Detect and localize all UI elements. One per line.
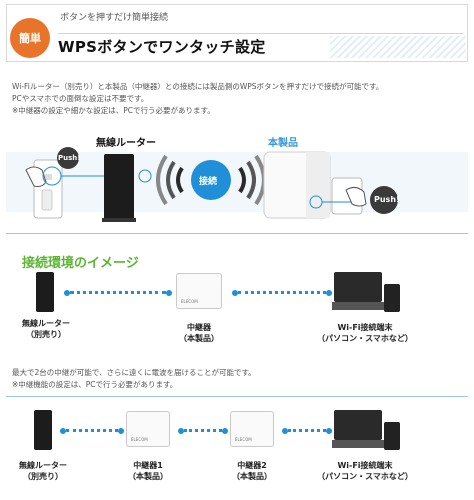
push-label-left: Push! <box>58 154 81 162</box>
repeater-1-caption-line-2: （本製品） <box>128 472 168 481</box>
wireless-router-icon <box>104 154 134 220</box>
wave-left-3 <box>156 154 168 206</box>
device-logo: ELECOM <box>131 437 148 442</box>
connection-line <box>288 429 326 432</box>
line-dot <box>178 428 184 434</box>
line-dot <box>60 428 66 434</box>
line-dot <box>326 290 332 296</box>
wave-left-2 <box>166 160 176 200</box>
laptop-base <box>332 302 390 310</box>
repeater-caption: 中継器 （本製品） <box>170 322 228 344</box>
line-dot <box>166 290 172 296</box>
push-bubble-left <box>57 147 79 169</box>
easy-badge: 簡単 <box>10 18 50 58</box>
terminal-caption: Wi-Fi接続端末 （パソコン・スマホなど） <box>310 460 420 482</box>
repeater-caption-line-2: （本製品） <box>179 334 219 343</box>
right-hand-icon <box>345 186 367 207</box>
terminal-caption-line-1: Wi-Fi接続端末 <box>337 461 393 470</box>
line-dot <box>118 428 124 434</box>
product-side <box>306 152 330 218</box>
section-divider-2 <box>6 396 468 397</box>
product-label: 本製品 <box>268 138 298 149</box>
laptop-base <box>332 440 390 448</box>
repeater-2-caption-line-2: （本製品） <box>232 472 272 481</box>
repeater-caption-line-1: 中継器 <box>187 323 211 332</box>
push-bubble-right <box>370 186 398 214</box>
line-dot <box>232 290 238 296</box>
laptop-screen <box>334 272 382 302</box>
router-stand <box>102 218 136 222</box>
description-line-3: ※中継器の設定や細かな設定は、PCで行う必要があります。 <box>12 106 215 115</box>
terminal-caption: Wi-Fi接続端末 （パソコン・スマホなど） <box>310 322 420 344</box>
terminal-caption-line-1: Wi-Fi接続端末 <box>337 323 393 332</box>
laptop-phone-icon <box>332 410 400 450</box>
left-device-port <box>42 174 52 180</box>
line-dot <box>326 428 332 434</box>
repeater-2-icon: ELECOM <box>230 411 274 447</box>
line-dot <box>64 290 70 296</box>
line-dot <box>222 428 228 434</box>
repeater-icon: ELECOM <box>176 273 222 309</box>
connect-label: 接続 <box>199 177 218 187</box>
connection-line <box>70 291 166 294</box>
phone-icon <box>384 284 400 312</box>
wave-right-2 <box>246 160 256 200</box>
wps-illustration-svg <box>6 147 468 222</box>
repeater-2-caption-line-1: 中継器2 <box>237 461 267 470</box>
wave-left-1 <box>176 166 184 194</box>
description-line-1: Wi-Fiルーター（別売り）と本製品（中継器）との接続には製品側のWPSボタンを… <box>12 82 384 91</box>
router-caption-line-1: 無線ルーター <box>22 319 70 328</box>
line-dot <box>282 428 288 434</box>
push-label-right: Push! <box>374 195 400 204</box>
device-logo: ELECOM <box>235 437 252 442</box>
connection-line <box>238 291 326 294</box>
terminal-caption-line-2: （パソコン・スマホなど） <box>317 472 413 481</box>
router-caption-line-2: （別売り） <box>23 472 63 481</box>
note-line-2: ※中継機能の設定は、PCで行う必要があります。 <box>12 380 178 389</box>
repeater-1-caption-line-1: 中継器1 <box>133 461 163 470</box>
section-title: 接続環境のイメージ <box>22 256 139 271</box>
phone-icon <box>384 422 400 450</box>
section-divider-1 <box>6 233 468 234</box>
connect-circle <box>191 160 231 200</box>
laptop-phone-icon <box>332 272 400 312</box>
note-line-1: 最大で2台の中継が可能で、さらに遠くに電波を届けることが可能です。 <box>12 368 256 377</box>
router-label: 無線ルーター <box>96 138 156 149</box>
router-caption-line-2: （別売り） <box>26 330 66 339</box>
router-caption-line-1: 無線ルーター <box>19 461 67 470</box>
device-logo: ELECOM <box>181 299 198 304</box>
router-icon <box>34 410 52 450</box>
repeater-1-icon: ELECOM <box>126 411 170 447</box>
terminal-caption-line-2: （パソコン・スマホなど） <box>317 334 413 343</box>
router-caption: 無線ルーター （別売り） <box>22 318 70 340</box>
description-line-2: PCやスマホでの面倒な設定は不要です。 <box>12 94 149 103</box>
wps-illustration <box>6 130 468 228</box>
laptop-screen <box>334 410 382 440</box>
left-hand-icon <box>25 166 47 187</box>
repeater-2-caption: 中継器2 （本製品） <box>222 460 282 482</box>
header-subtitle: ボタンを押すだけ簡単接続 <box>60 13 169 23</box>
header-stripe <box>330 36 466 58</box>
router-icon <box>36 272 54 312</box>
callout-circle-router <box>138 169 152 183</box>
connection-line <box>66 429 118 432</box>
wave-right-1 <box>238 166 246 194</box>
left-device-plug <box>41 189 53 211</box>
router-caption: 無線ルーター （別売り） <box>16 460 70 482</box>
header-divider <box>58 33 463 34</box>
repeater-1-caption: 中継器1 （本製品） <box>118 460 178 482</box>
page-title: WPSボタンでワンタッチ設定 <box>58 38 266 56</box>
connection-line <box>184 429 222 432</box>
